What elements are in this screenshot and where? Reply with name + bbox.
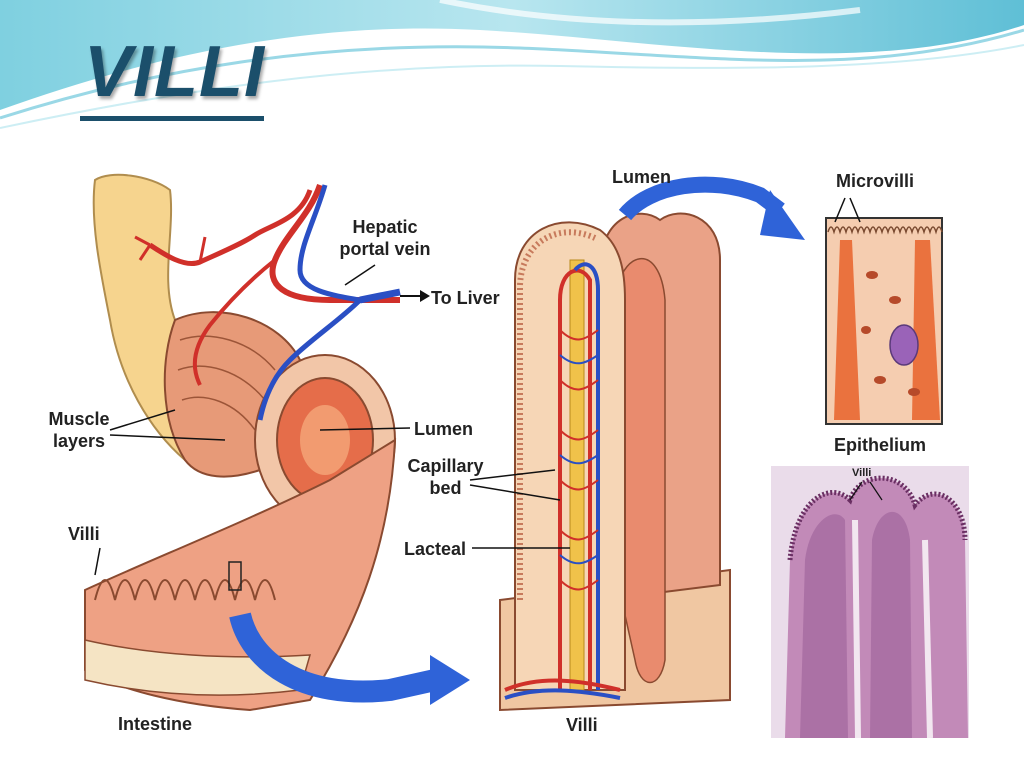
epithelium-label: Epithelium — [834, 435, 927, 455]
lacteal-label: Lacteal — [404, 539, 467, 559]
lumen-label-cross-section: Lumen — [414, 419, 474, 439]
intestine-label: Intestine — [118, 714, 193, 734]
hepatic-portal-vein-label: Hepatic portal vein — [339, 217, 431, 259]
villi-label-intestine: Villi — [68, 524, 100, 544]
muscle-layers-label: Muscle layers — [48, 409, 110, 451]
to-liver-label: To Liver — [431, 288, 500, 308]
villi-label-micrograph: Villi — [852, 467, 872, 479]
lumen-label-villus: Lumen — [612, 167, 672, 187]
microvilli-label: Microvilli — [836, 171, 915, 191]
slide-title: VILLI — [84, 32, 265, 112]
title-underline — [80, 116, 264, 121]
villi-label-villus: Villi — [566, 715, 598, 735]
capillary-bed-label: Capillary bed — [407, 456, 484, 498]
wave-header-decoration — [0, 0, 1024, 129]
